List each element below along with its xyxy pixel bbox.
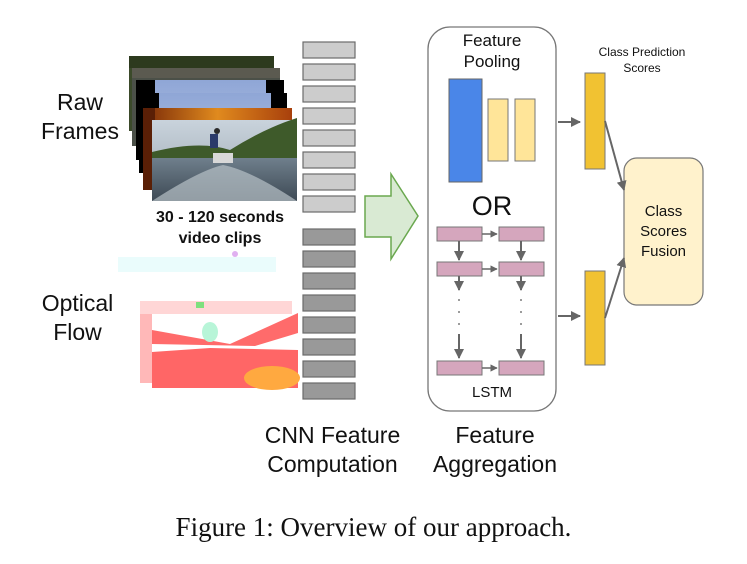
- cnn-label-line1: CNN Feature: [264, 422, 401, 448]
- lstm-grid: [436, 226, 545, 376]
- class-score-bar-rgb: [584, 72, 606, 170]
- fusion-label-line3: Fusion: [640, 243, 687, 260]
- fusion-label-line2: Scores: [640, 223, 687, 240]
- class-pred-label-line1: Class Prediction: [598, 45, 686, 59]
- lstm-ellipsis-dot: [520, 299, 522, 301]
- flow-feature-block: [302, 382, 356, 400]
- cnn-feature-computation-label: CNN Feature Computation: [245, 421, 420, 479]
- rgb-feature-block: [302, 107, 356, 125]
- pooling-label-line1: Feature: [462, 31, 522, 50]
- rgb-feature-block: [302, 129, 356, 147]
- class-score-bar-flow: [584, 270, 606, 366]
- class-pred-label-line2: Scores: [623, 61, 661, 75]
- raw-frames-label-line1: Raw: [56, 89, 103, 115]
- optical-flow-label: Optical Flow: [25, 289, 130, 347]
- clip-duration-line1: 30 - 120 seconds: [155, 209, 285, 226]
- rgb-feature-block: [302, 151, 356, 169]
- class-scores-fusion-box: [623, 157, 704, 306]
- lstm-cell: [436, 261, 483, 277]
- rgb-feature-block: [302, 63, 356, 81]
- flow-feature-block: [302, 294, 356, 312]
- fusion-label-line1: Class: [644, 203, 683, 220]
- raw-frames-label: Raw Frames: [30, 88, 130, 146]
- feature-pooling-label: Feature Pooling: [428, 30, 556, 72]
- green-arrow-icon: [364, 171, 419, 262]
- arrow-score-to-fusion-bottom: [604, 257, 627, 319]
- pooling-bar-1: [487, 98, 509, 162]
- flow-feature-block: [302, 228, 356, 246]
- cnn-label-line2: Computation: [267, 451, 398, 477]
- feature-pooling-bars: [448, 78, 536, 183]
- clip-duration-line2: video clips: [178, 230, 262, 247]
- rgb-feature-block: [302, 195, 356, 213]
- flow-feature-block: [302, 338, 356, 356]
- pooling-bar-max: [448, 78, 483, 183]
- flow-feature-block: [302, 360, 356, 378]
- arrow-score-to-fusion-top: [604, 120, 627, 191]
- raw-frames-label-line2: Frames: [41, 118, 119, 144]
- feature-aggregation-label: Feature Aggregation: [420, 421, 570, 479]
- lstm-cell: [498, 226, 545, 242]
- rgb-feature-block: [302, 41, 356, 59]
- aggregation-label-line1: Feature: [455, 422, 535, 448]
- pooling-label-line2: Pooling: [463, 52, 521, 71]
- optical-flow-stack: [118, 251, 300, 390]
- aggregation-label-line2: Aggregation: [432, 451, 558, 477]
- lstm-label: LSTM: [471, 384, 512, 401]
- flow-feature-block: [302, 316, 356, 334]
- rgb-feature-block: [302, 173, 356, 191]
- lstm-ellipsis-dot: [520, 323, 522, 325]
- flow-feature-blocks: [302, 228, 356, 400]
- lstm-cell: [436, 226, 483, 242]
- fusion-label: Class Scores Fusion: [624, 202, 703, 262]
- video-frame-front: [152, 118, 297, 201]
- flow-feature-block: [302, 250, 356, 268]
- rgb-feature-block: [302, 85, 356, 103]
- optical-flow-label-line2: Flow: [53, 319, 102, 345]
- lstm-cell: [498, 360, 545, 376]
- figure-caption: Figure 1: Overview of our approach.: [175, 512, 572, 542]
- or-label: OR: [471, 191, 513, 221]
- flow-feature-block: [302, 272, 356, 290]
- raw-frames-stack: [129, 56, 297, 201]
- lstm-cell: [436, 360, 483, 376]
- clip-duration-label: 30 - 120 seconds video clips: [140, 207, 300, 249]
- pooling-bar-2: [514, 98, 536, 162]
- lstm-ellipsis-dot: [458, 299, 460, 301]
- lstm-cell: [498, 261, 545, 277]
- rgb-feature-blocks: [302, 41, 356, 213]
- lstm-ellipsis-dot: [520, 311, 522, 313]
- class-prediction-scores-label: Class Prediction Scores: [572, 44, 712, 76]
- lstm-ellipsis-dot: [458, 323, 460, 325]
- lstm-ellipsis-dot: [458, 311, 460, 313]
- optical-flow-label-line1: Optical: [41, 290, 114, 316]
